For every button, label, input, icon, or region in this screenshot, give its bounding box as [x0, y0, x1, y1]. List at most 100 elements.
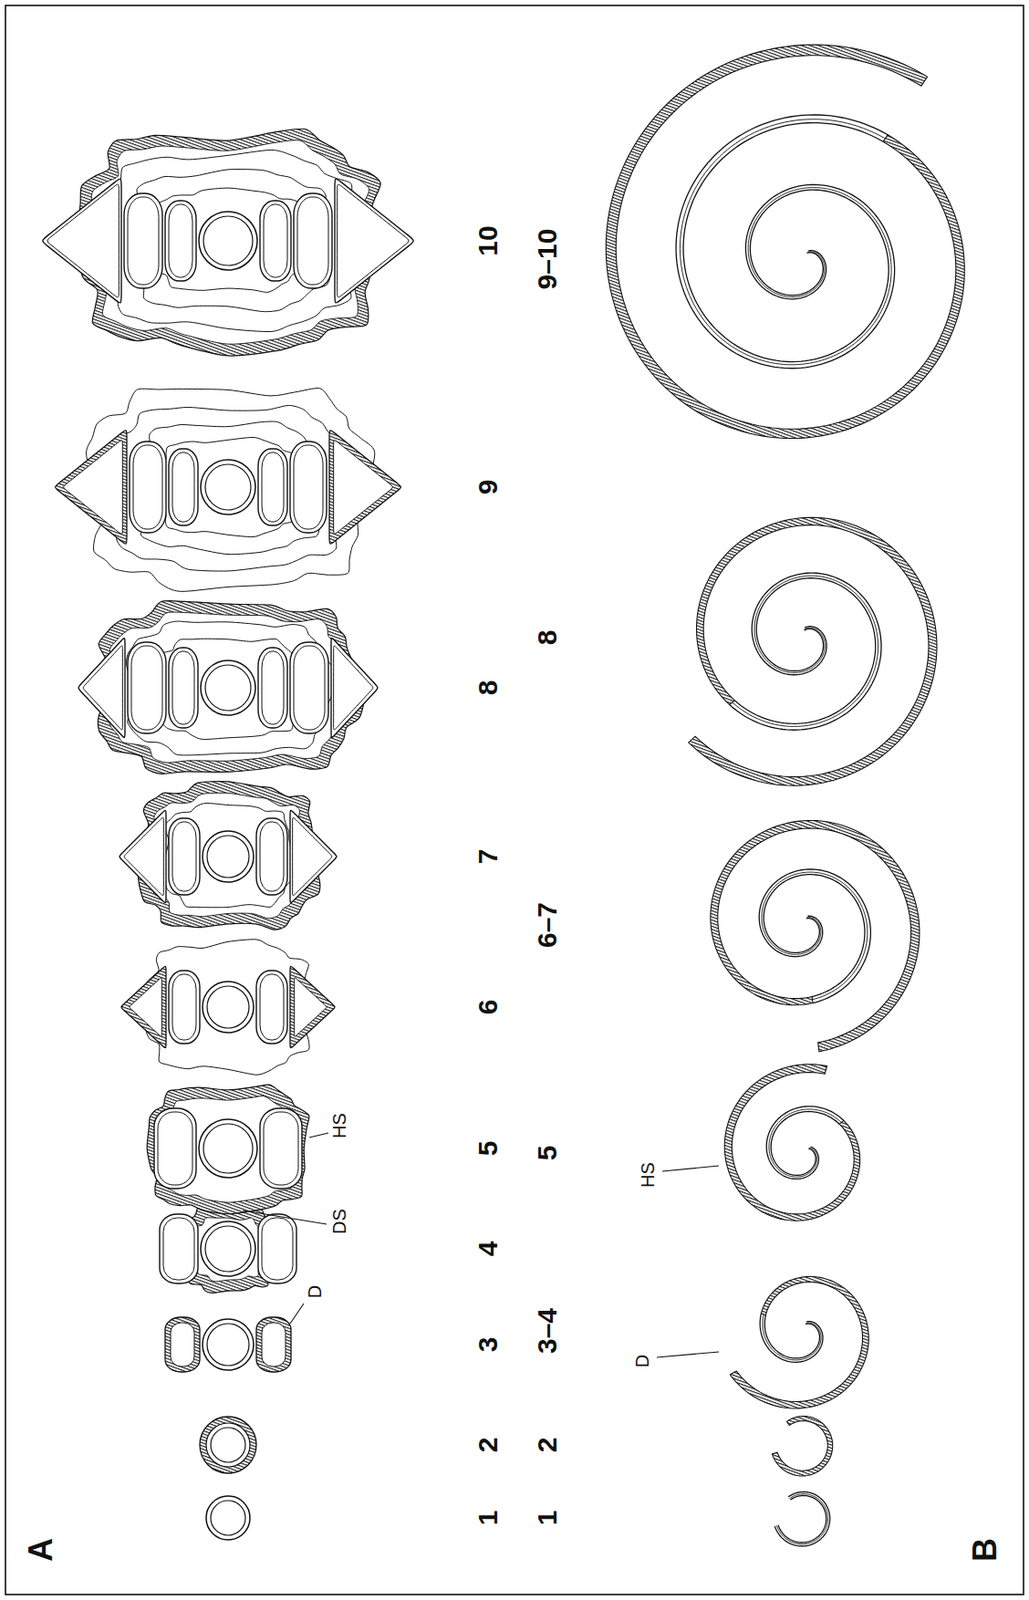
- shell-layer: [107, 405, 349, 572]
- chamber-wall: [261, 1217, 293, 1280]
- chamber-wall: [261, 651, 284, 725]
- hatched-whorl: [605, 44, 965, 438]
- shell-spiral: [710, 820, 920, 1051]
- whorl-line: [766, 1106, 844, 1180]
- stage-number: 9: [474, 479, 502, 496]
- chamber-wall: [131, 645, 163, 730]
- stage-number: 10: [474, 225, 502, 256]
- stage-number: 7: [474, 849, 502, 865]
- part-label: D: [305, 1285, 324, 1299]
- stage-number: 2: [533, 1437, 562, 1454]
- end-chamber: [290, 810, 337, 903]
- chamber-wall: [165, 1317, 200, 1372]
- chamber-wall: [210, 1500, 246, 1536]
- end-chamber: [78, 638, 125, 738]
- leader-line: [662, 1165, 719, 1172]
- shell-layer: [101, 149, 353, 332]
- chamber-wall: [157, 1112, 193, 1185]
- chamber-wall: [129, 441, 167, 533]
- end-chamber: [290, 966, 335, 1048]
- chamber-wall: [168, 818, 200, 895]
- cross-section: [159, 1206, 297, 1294]
- end-chamber: [63, 440, 124, 535]
- figure: [42, 44, 965, 1547]
- whorl-line: [683, 123, 889, 363]
- stage-number: 3: [474, 1337, 502, 1353]
- whorl-line: [762, 1314, 822, 1361]
- chamber-wall: [293, 645, 325, 730]
- chamber-wall: [127, 197, 159, 285]
- whorl-line: [769, 1109, 842, 1177]
- stage-number: 8: [474, 680, 502, 697]
- whorl-line: [759, 1313, 823, 1363]
- chamber-wall: [293, 445, 323, 530]
- chamber-wall: [259, 200, 292, 281]
- hatched-whorl: [688, 517, 937, 786]
- end-chamber: [55, 430, 127, 544]
- cross-section: [146, 1084, 310, 1215]
- end-chamber: [124, 817, 164, 895]
- chamber-wall: [258, 448, 288, 526]
- chamber-wall: [168, 647, 198, 728]
- panel-letter: A: [24, 1538, 58, 1562]
- chamber-wall: [154, 1108, 197, 1189]
- cross-section: [165, 1317, 292, 1372]
- cross-section: [206, 1496, 250, 1540]
- chamber-wall: [259, 1108, 302, 1189]
- chamber-wall: [256, 970, 288, 1044]
- end-chamber: [329, 430, 401, 544]
- part-label: HS: [638, 1162, 657, 1188]
- shell-layer: [162, 802, 296, 907]
- chamber-wall: [202, 831, 254, 883]
- end-chamber: [83, 645, 123, 730]
- chamber-wall: [297, 197, 329, 285]
- leader-line: [290, 1303, 304, 1324]
- end-chamber: [129, 977, 162, 1037]
- chamber-wall: [170, 1322, 195, 1367]
- shell-spiral: [771, 1416, 832, 1476]
- stage-number: 2: [474, 1437, 502, 1454]
- chamber-wall: [261, 452, 284, 522]
- shell-layer: [155, 436, 300, 537]
- end-chamber: [333, 645, 374, 730]
- chamber-wall: [203, 216, 253, 266]
- stage-number: 3–4: [533, 1308, 562, 1354]
- chamber-wall: [205, 665, 251, 711]
- panel-letter: B: [968, 1538, 1002, 1562]
- chamber-wall: [198, 1119, 258, 1178]
- whorl-line: [778, 1496, 827, 1543]
- chamber-wall: [258, 1214, 297, 1284]
- chamber-wall: [200, 660, 256, 716]
- stage-number: 8: [533, 630, 562, 646]
- chamber-wall: [207, 835, 250, 878]
- end-chamber: [119, 810, 167, 903]
- chamber-wall: [127, 642, 167, 734]
- shell-layer: [125, 621, 334, 756]
- chamber-wall: [293, 193, 333, 289]
- end-chamber: [121, 966, 167, 1048]
- hatched-layer: [146, 1084, 310, 1215]
- cross-section: [55, 388, 402, 593]
- shell-spiral: [605, 44, 965, 438]
- leader-line: [242, 1210, 327, 1225]
- chamber-wall: [259, 974, 284, 1040]
- chamber-wall: [258, 647, 288, 728]
- shell-layer: [148, 792, 309, 918]
- stage-number: 4: [474, 1241, 502, 1258]
- part-label: HS: [330, 1112, 349, 1139]
- stage-number: 6–7: [533, 902, 562, 948]
- cross-section: [121, 939, 335, 1075]
- chamber-wall: [207, 986, 250, 1029]
- stage-number: 1: [533, 1510, 562, 1527]
- stage-number: 9–10: [533, 228, 562, 291]
- whorl-line: [679, 119, 892, 365]
- chamber-wall: [259, 821, 284, 892]
- chamber-wall: [198, 211, 258, 271]
- shell-layer: [87, 140, 369, 345]
- end-chamber: [294, 977, 327, 1037]
- hatched-whorl: [771, 1416, 832, 1476]
- chamber-wall: [200, 459, 256, 515]
- shell-spiral: [774, 1492, 830, 1547]
